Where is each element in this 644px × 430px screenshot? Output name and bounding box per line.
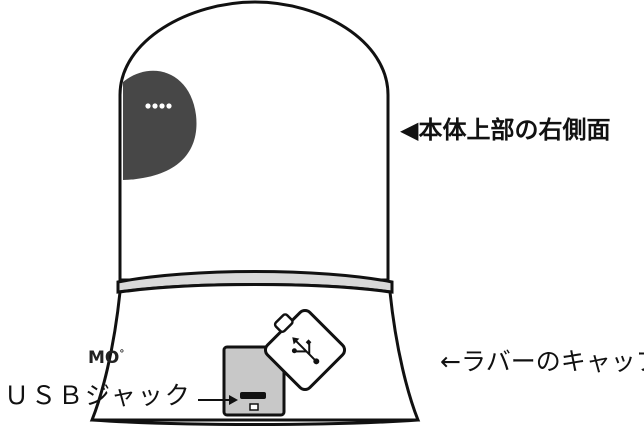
label-top-right-side: ◀本体上部の右側面 [400,116,611,144]
usb-arrow-head [229,395,238,405]
head-side-panel [123,70,197,180]
usb-port-notch [249,403,259,411]
base-bottom-edge [91,418,419,426]
label-rubber-cap: ←ラバーのキャップ [440,347,644,376]
brand-mark: MO° [88,348,125,368]
camera-head [118,0,390,282]
usb-port-panel [222,345,286,417]
usb-port-slot [240,392,266,399]
dots-icon [145,103,172,109]
label-usb-jack: ＵＳＢジャック [4,381,192,410]
usb-icon [291,337,320,365]
